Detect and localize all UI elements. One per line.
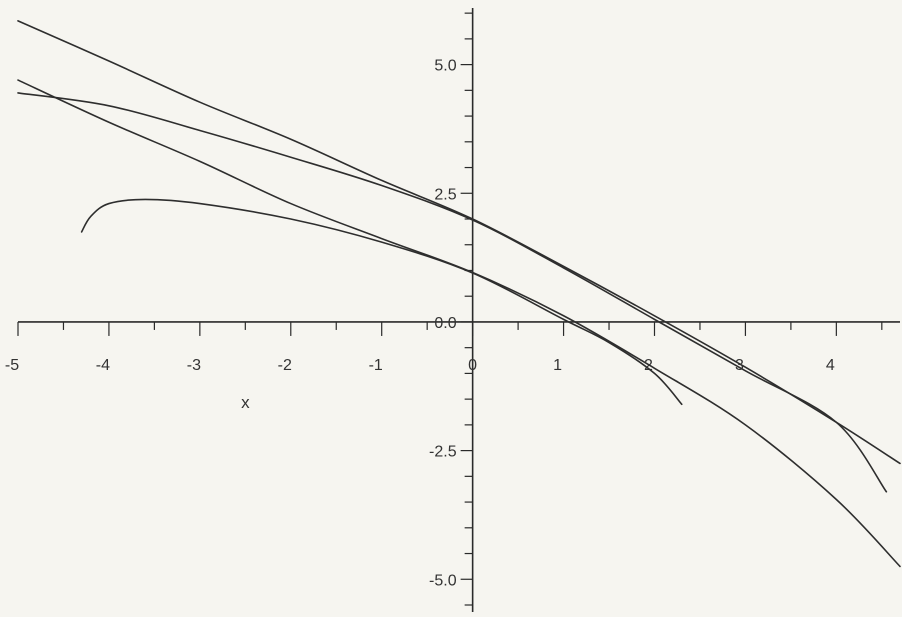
series-line-4: [80, 198, 683, 406]
y-tick-label: -2.5: [429, 444, 457, 461]
x-tick-label: -4: [96, 357, 110, 374]
axes-group: x: [18, 8, 900, 612]
x-tick-label: 4: [826, 357, 835, 374]
y-ticks-group: -5.0 -2.5 0.0 2.5 5.0: [429, 12, 473, 606]
x-tick-label: 3: [735, 357, 744, 374]
series-line-2: [17, 79, 901, 568]
x-tick-label: -3: [187, 357, 201, 374]
y-tick-label: -5.0: [429, 572, 457, 589]
x-tick-label: -1: [369, 357, 383, 374]
y-tick-label: 5.0: [434, 58, 456, 75]
series-group: [17, 20, 901, 568]
y-tick-label: 0.0: [434, 315, 456, 332]
x-tick-label: 1: [553, 357, 562, 374]
x-tick-label: -5: [5, 357, 19, 374]
x-axis-label: x: [241, 393, 250, 412]
series-line-1: [17, 20, 901, 465]
y-tick-label: 2.5: [434, 186, 456, 203]
series-line-3: [17, 92, 888, 493]
x-tick-label: -2: [278, 357, 292, 374]
x-tick-label: 0: [468, 357, 477, 374]
